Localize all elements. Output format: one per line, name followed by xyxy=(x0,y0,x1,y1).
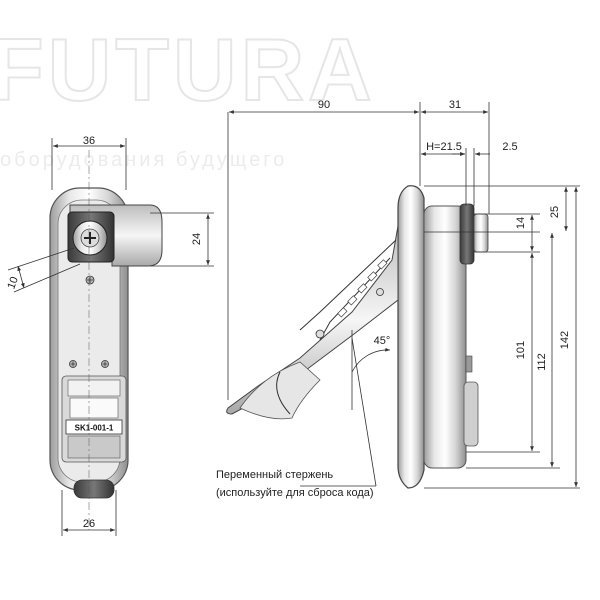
callout-line-1: Переменный стержень xyxy=(216,469,333,481)
screw-icon xyxy=(85,275,95,285)
dim-flange: 2.5 xyxy=(502,141,517,153)
watermark-tagline: оборудования будущего xyxy=(0,149,287,171)
screw-icon xyxy=(101,360,109,368)
watermark-brand: FUTURA xyxy=(0,20,376,119)
dim-depth-open: 90 xyxy=(318,99,330,111)
dim-depth-body: 31 xyxy=(449,99,461,111)
dim-length-142: 142 xyxy=(559,331,571,349)
dim-width-top: 36 xyxy=(83,135,95,147)
dim-angle: 45° xyxy=(374,335,391,347)
lock-housing xyxy=(423,205,467,469)
part-code-label xyxy=(65,419,123,435)
pivot-icon xyxy=(315,329,325,339)
cylinder-side xyxy=(459,203,475,265)
dim-handle-height: 24 xyxy=(191,233,203,245)
side-view xyxy=(226,185,489,489)
dim-length-112: 112 xyxy=(536,353,548,371)
front-view: SK1-001-1 xyxy=(49,150,163,530)
dim-offset-14: 14 xyxy=(515,217,527,229)
lock-flange xyxy=(397,185,425,489)
dim-offset-25: 25 xyxy=(549,206,561,218)
callout-line-2: (используйте для сброса кода) xyxy=(216,487,374,499)
lock-bottom-cap xyxy=(73,479,115,499)
dim-length-101: 101 xyxy=(515,341,527,359)
dim-width-bottom: 26 xyxy=(83,518,95,530)
dim-h-value: H=21.5 xyxy=(426,141,462,153)
front-dimensions: 36 26 24 10 xyxy=(5,135,214,536)
cylinder-nut xyxy=(473,213,489,253)
side-dimensions: 90 31 H=21.5 2.5 25 14 101 112 142 xyxy=(227,99,580,489)
dim-handle-offset: 10 xyxy=(5,275,20,291)
screw-icon xyxy=(69,360,77,368)
part-code-text: SK1-001-1 xyxy=(75,424,114,433)
cross-slot-icon xyxy=(84,232,96,244)
bottom-boss xyxy=(463,381,479,447)
callout: Переменный стержень (используйте для сбр… xyxy=(216,337,377,499)
